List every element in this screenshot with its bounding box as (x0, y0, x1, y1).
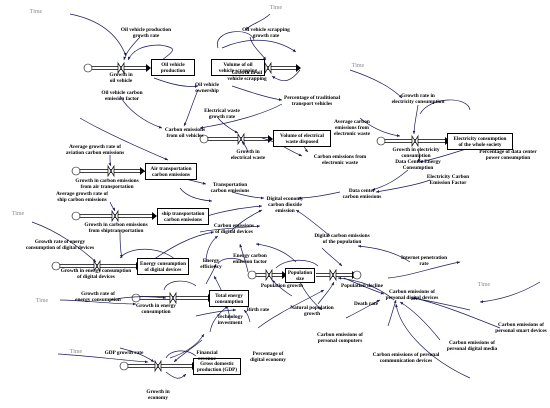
stock-electricity-consumption: Electricity consumption of the whole soc… (447, 133, 513, 150)
var-population-decline: Population decline (341, 283, 383, 289)
var-internet-penetration-rate: Internet penetration rate (400, 255, 448, 267)
stock-total-energy: Total energy consumption (209, 290, 249, 307)
loop-arrows (119, 31, 471, 359)
var-natural-population-growth: Natural population growth (290, 305, 334, 317)
time-shadow-variable: Time (11, 211, 25, 217)
var-carbon-emissions-digital-devices: Carbon emissions of digital devices (213, 223, 255, 235)
var-population-growth: Population growth (260, 283, 304, 289)
var-growth-carbon-ship-transport: Growth in carbon emissions from shiptran… (84, 222, 148, 234)
var-growth-rate-energy-consumption-devices: Growth rate of energy consumption of dig… (25, 239, 95, 251)
var-carbon-emissions-electronic-waste: Carbon emissions from electronic waste (313, 154, 367, 166)
var-growth-in-electrical-waste: Growth in electrical waste (230, 149, 266, 161)
causal-links (31, 13, 541, 379)
var-carbon-emissions-personal-smart-devices: Carbon emissions of personal smart devic… (495, 322, 547, 334)
time-shadow-variable: Time (69, 349, 83, 355)
var-percentage-digital-economy: Percentage of digital economy (250, 351, 286, 363)
var-energy-efficiency: Energy efficiency (200, 258, 222, 270)
stock-energy-consumption-devices: Energy consumption of digital devices (137, 258, 189, 275)
var-oil-vehicle-carbon-emission-factor: Oil vehicle carbon emission factor (101, 90, 143, 102)
var-oil-vehicle-scrapping-growth-rate: Oil vehicle scrapping growth rate (242, 27, 290, 39)
var-digital-economy-carbon-dioxide: Digital economy carbon dioxide emission (266, 196, 304, 214)
var-carbon-emissions-personal-digital-devices: Carbon emissions of personal digital dev… (385, 289, 439, 301)
var-carbon-emissions-personal-communication: Carbon emissions of personal communicati… (372, 352, 440, 364)
var-carbon-emissions-oil-vehicles: Carbon emissions from oil vehicles (164, 127, 206, 139)
var-oil-vehicle-production-growth-rate: Oil vehicle production growth rate (120, 27, 172, 39)
var-growth-carbon-air-transport: Growth in carbon emissions from air tran… (75, 178, 139, 190)
var-financial-revenue: Financial revenue (196, 350, 218, 362)
var-growth-in-energy-consumption: Growth in energy consumption (136, 303, 176, 315)
stock-volume-oil-vehicle-scrapping: Volume of oil vehicle scrapping (211, 59, 265, 76)
var-oil-vehicle-ownership: Oil vehicle ownership (195, 82, 219, 94)
var-growth-in-oil-vehicle: Growth in oil vehicle (109, 72, 133, 84)
var-digital-carbon-emissions-population: Digital carbon emissions of the populati… (314, 233, 370, 245)
stock-ship-transportation: ship transportation carbon emissions (157, 208, 209, 225)
time-shadow-variable: Time (351, 63, 365, 69)
var-growth-in-oil-vehicle-scrapping: Growth in oil vehicle scrapping (227, 70, 267, 82)
var-growth-in-economy: Growth in economy (146, 389, 170, 401)
time-shadow-variable: Time (477, 282, 491, 288)
var-birth-rate: Birth rate (246, 307, 270, 313)
time-shadow-variable: Time (29, 9, 43, 15)
stock-oil-vehicle-production: Oil vehicle production (151, 59, 195, 76)
var-percentage-data-center-power: Percentage of data center power consumpt… (479, 149, 537, 161)
var-avg-growth-rate-ship: Average growth rate of ship carbon emiss… (55, 191, 109, 203)
var-growth-rate-energy-consumption: Growth rate of energy consumption (75, 291, 121, 303)
flow-clouds (51, 63, 386, 371)
var-electrical-waste-growth-rate: Electrical waste growth rate (204, 108, 240, 120)
var-avg-growth-rate-aviation: Average growth rate of aviation carbon e… (65, 144, 125, 156)
stock-gdp: Gross domestic production (GDP) (193, 358, 241, 375)
var-data-center-carbon-emissions: Data center carbon emissions (342, 188, 382, 200)
time-shadow-variable: Time (269, 5, 283, 11)
var-growth-in-electricity-consumption: Growth in electricity consumption (392, 147, 440, 159)
var-growth-rate-electricity-consumption: Growth rate in electricity consumption (391, 93, 445, 105)
var-death-rate: Death rate (354, 301, 378, 307)
var-carbon-emissions-personal-digital-media: Carbon emissions of personal digital med… (446, 340, 498, 352)
time-shadow-variable: Time (35, 298, 49, 304)
var-electricity-carbon-emission-factor: Electricity Carbon Emission Factor (426, 174, 470, 186)
var-technology-investment: Technology investment (217, 314, 243, 326)
stock-air-transportation: Air transportation carbon emissions (145, 163, 197, 180)
var-transportation-carbon-emissions: Transportation carbon emissions (210, 182, 250, 194)
var-data-center-energy-consumption: Data Center Energy Consumption (395, 159, 441, 171)
var-energy-carbon-emission-factor: Energy carbon emission factor (232, 253, 268, 265)
var-carbon-emissions-personal-computers: Carbon emissions of personal computers (317, 332, 363, 344)
stock-volume-electrical-waste: Volume of electrical waste disposed (273, 130, 331, 147)
var-avg-carbon-emissions-electronic-waste: Average carbon emissions from electronic… (334, 119, 370, 137)
var-gdp-growth-rate: GDP growth rate (104, 350, 144, 356)
stock-population-size: Population size (285, 268, 315, 283)
var-growth-energy-consumption-devices: Growth in energy consumption of digital … (60, 268, 132, 280)
var-percentage-traditional-transport: Percentage of traditional transport vehi… (283, 95, 341, 107)
flow-valves (93, 61, 419, 373)
